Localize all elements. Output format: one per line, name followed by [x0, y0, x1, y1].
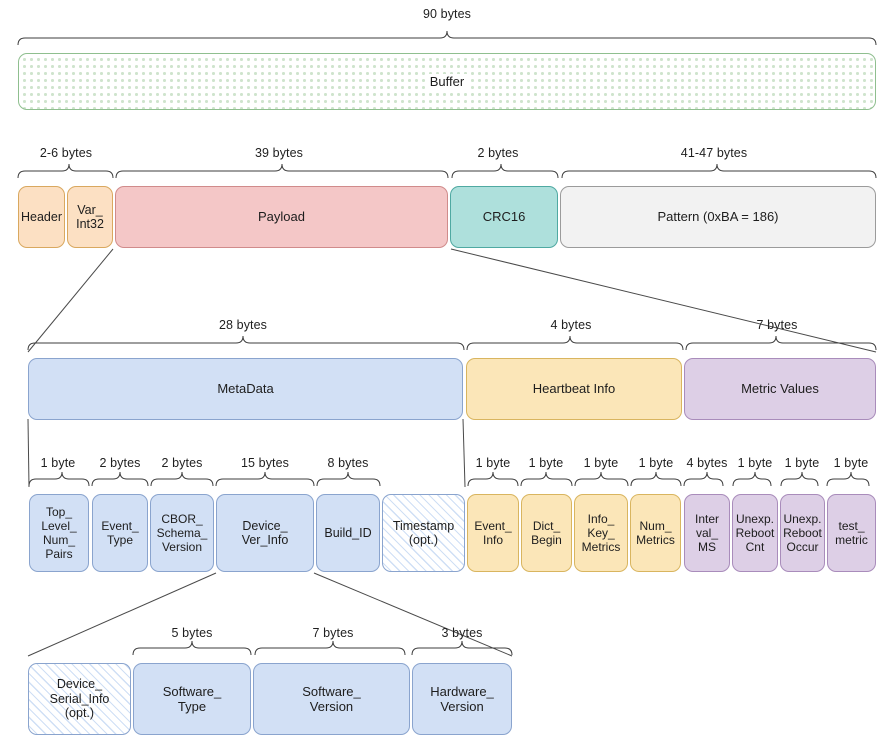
- size-label-1-byte-dict-begin: 1 byte: [528, 456, 564, 470]
- brace-90-bytes: [18, 31, 876, 45]
- field-crc16: CRC16: [450, 186, 558, 248]
- size-label-4-bytes: 4 bytes: [550, 318, 592, 332]
- field-heartbeat-info: Heartbeat Info: [466, 358, 682, 420]
- size-label-2-bytes-event-type: 2 bytes: [99, 456, 141, 470]
- size-label-15-bytes: 15 bytes: [240, 456, 290, 470]
- brace-1-byte-top-level: [29, 472, 89, 486]
- field-dict-begin: Dict_ Begin: [521, 494, 572, 572]
- field-payload: Payload: [115, 186, 448, 248]
- field-metadata: MetaData: [28, 358, 463, 420]
- connector-metadata-right: [463, 419, 465, 487]
- field-unexp-reboot-cnt: Unexp. Reboot Cnt: [732, 494, 778, 572]
- field-buffer: Buffer: [18, 53, 876, 110]
- connector-deviceverinfo-left: [28, 573, 216, 656]
- field-device-serial-info: Device_ Serial_Info (opt.): [28, 663, 131, 735]
- field-timestamp-label: Timestamp (opt.): [392, 518, 455, 548]
- brace-8-bytes: [317, 472, 380, 486]
- brace-1-byte-reboot-cnt: [733, 472, 771, 486]
- connector-metadata-left: [28, 419, 29, 487]
- field-software-version: Software_ Version: [253, 663, 410, 735]
- field-num-metrics: Num_ Metrics: [630, 494, 681, 572]
- connector-payload-right: [451, 249, 876, 352]
- brace-7-bytes: [686, 336, 876, 350]
- field-test-metric: test_ metric: [827, 494, 876, 572]
- size-label-39-bytes: 39 bytes: [254, 146, 304, 160]
- size-label-7-bytes-sw-version: 7 bytes: [312, 626, 354, 640]
- field-buffer-label: Buffer: [425, 73, 469, 90]
- brace-1-byte-test: [827, 472, 869, 486]
- field-event-type: Event_ Type: [92, 494, 148, 572]
- field-info-key-metrics: Info_ Key_ Metrics: [574, 494, 628, 572]
- brace-28-bytes: [28, 336, 464, 350]
- field-build-id: Build_ID: [316, 494, 380, 572]
- size-label-1-byte-test-metric: 1 byte: [833, 456, 869, 470]
- brace-4-bytes: [467, 336, 683, 350]
- size-label-7-bytes: 7 bytes: [756, 318, 798, 332]
- field-device-ver-info: Device_ Ver_Info: [216, 494, 314, 572]
- brace-39-bytes: [116, 164, 448, 178]
- field-cbor-schema-version: CBOR_ Schema_ Version: [150, 494, 214, 572]
- brace-5-bytes: [133, 641, 251, 655]
- connector-payload-left: [28, 249, 113, 352]
- field-header: Header: [18, 186, 65, 248]
- field-interval-ms: Inter val_ MS: [684, 494, 730, 572]
- field-var-int32: Var_ Int32: [67, 186, 113, 248]
- size-label-1-byte-top-level: 1 byte: [40, 456, 76, 470]
- size-label-1-byte-reboot-occ: 1 byte: [784, 456, 820, 470]
- size-label-1-byte-num-metrics: 1 byte: [638, 456, 674, 470]
- size-label-8-bytes: 8 bytes: [327, 456, 369, 470]
- size-label-5-bytes: 5 bytes: [171, 626, 213, 640]
- size-label-1-byte-event-info: 1 byte: [475, 456, 511, 470]
- brace-1-byte-dict: [521, 472, 572, 486]
- field-unexp-reboot-occur: Unexp. Reboot Occur: [780, 494, 825, 572]
- field-metric-values: Metric Values: [684, 358, 876, 420]
- brace-1-byte-event-info: [468, 472, 518, 486]
- brace-41-47-bytes: [562, 164, 876, 178]
- size-label-4-bytes-interval: 4 bytes: [686, 456, 728, 470]
- brace-2-6-bytes: [18, 164, 113, 178]
- field-hardware-version: Hardware_ Version: [412, 663, 512, 735]
- field-device-serial-info-label: Device_ Serial_Info (opt.): [49, 677, 110, 721]
- field-event-info: Event_ Info: [467, 494, 519, 572]
- size-label-1-byte-info-key: 1 byte: [583, 456, 619, 470]
- size-label-1-byte-reboot-cnt: 1 byte: [737, 456, 773, 470]
- field-timestamp: Timestamp (opt.): [382, 494, 465, 572]
- brace-4-bytes-interval: [684, 472, 723, 486]
- brace-2-bytes-crc: [452, 164, 558, 178]
- field-pattern: Pattern (0xBA = 186): [560, 186, 876, 248]
- connector-deviceverinfo-right: [314, 573, 512, 656]
- size-label-41-47-bytes: 41-47 bytes: [680, 146, 748, 160]
- brace-15-bytes: [216, 472, 314, 486]
- size-label-90-bytes: 90 bytes: [422, 7, 472, 21]
- brace-1-byte-reboot-occ: [781, 472, 818, 486]
- brace-1-byte-num: [631, 472, 681, 486]
- field-top-level-num-pairs: Top_ Level_ Num_ Pairs: [29, 494, 89, 572]
- size-label-28-bytes: 28 bytes: [218, 318, 268, 332]
- brace-1-byte-info-key: [575, 472, 628, 486]
- size-label-2-6-bytes: 2-6 bytes: [39, 146, 93, 160]
- size-label-2-bytes: 2 bytes: [477, 146, 519, 160]
- brace-3-bytes: [412, 641, 512, 655]
- size-label-2-bytes-cbor: 2 bytes: [161, 456, 203, 470]
- field-software-type: Software_ Type: [133, 663, 251, 735]
- brace-2-bytes-event: [92, 472, 148, 486]
- brace-2-bytes-cbor: [151, 472, 213, 486]
- size-label-3-bytes: 3 bytes: [441, 626, 483, 640]
- brace-7-bytes-sw-version: [255, 641, 405, 655]
